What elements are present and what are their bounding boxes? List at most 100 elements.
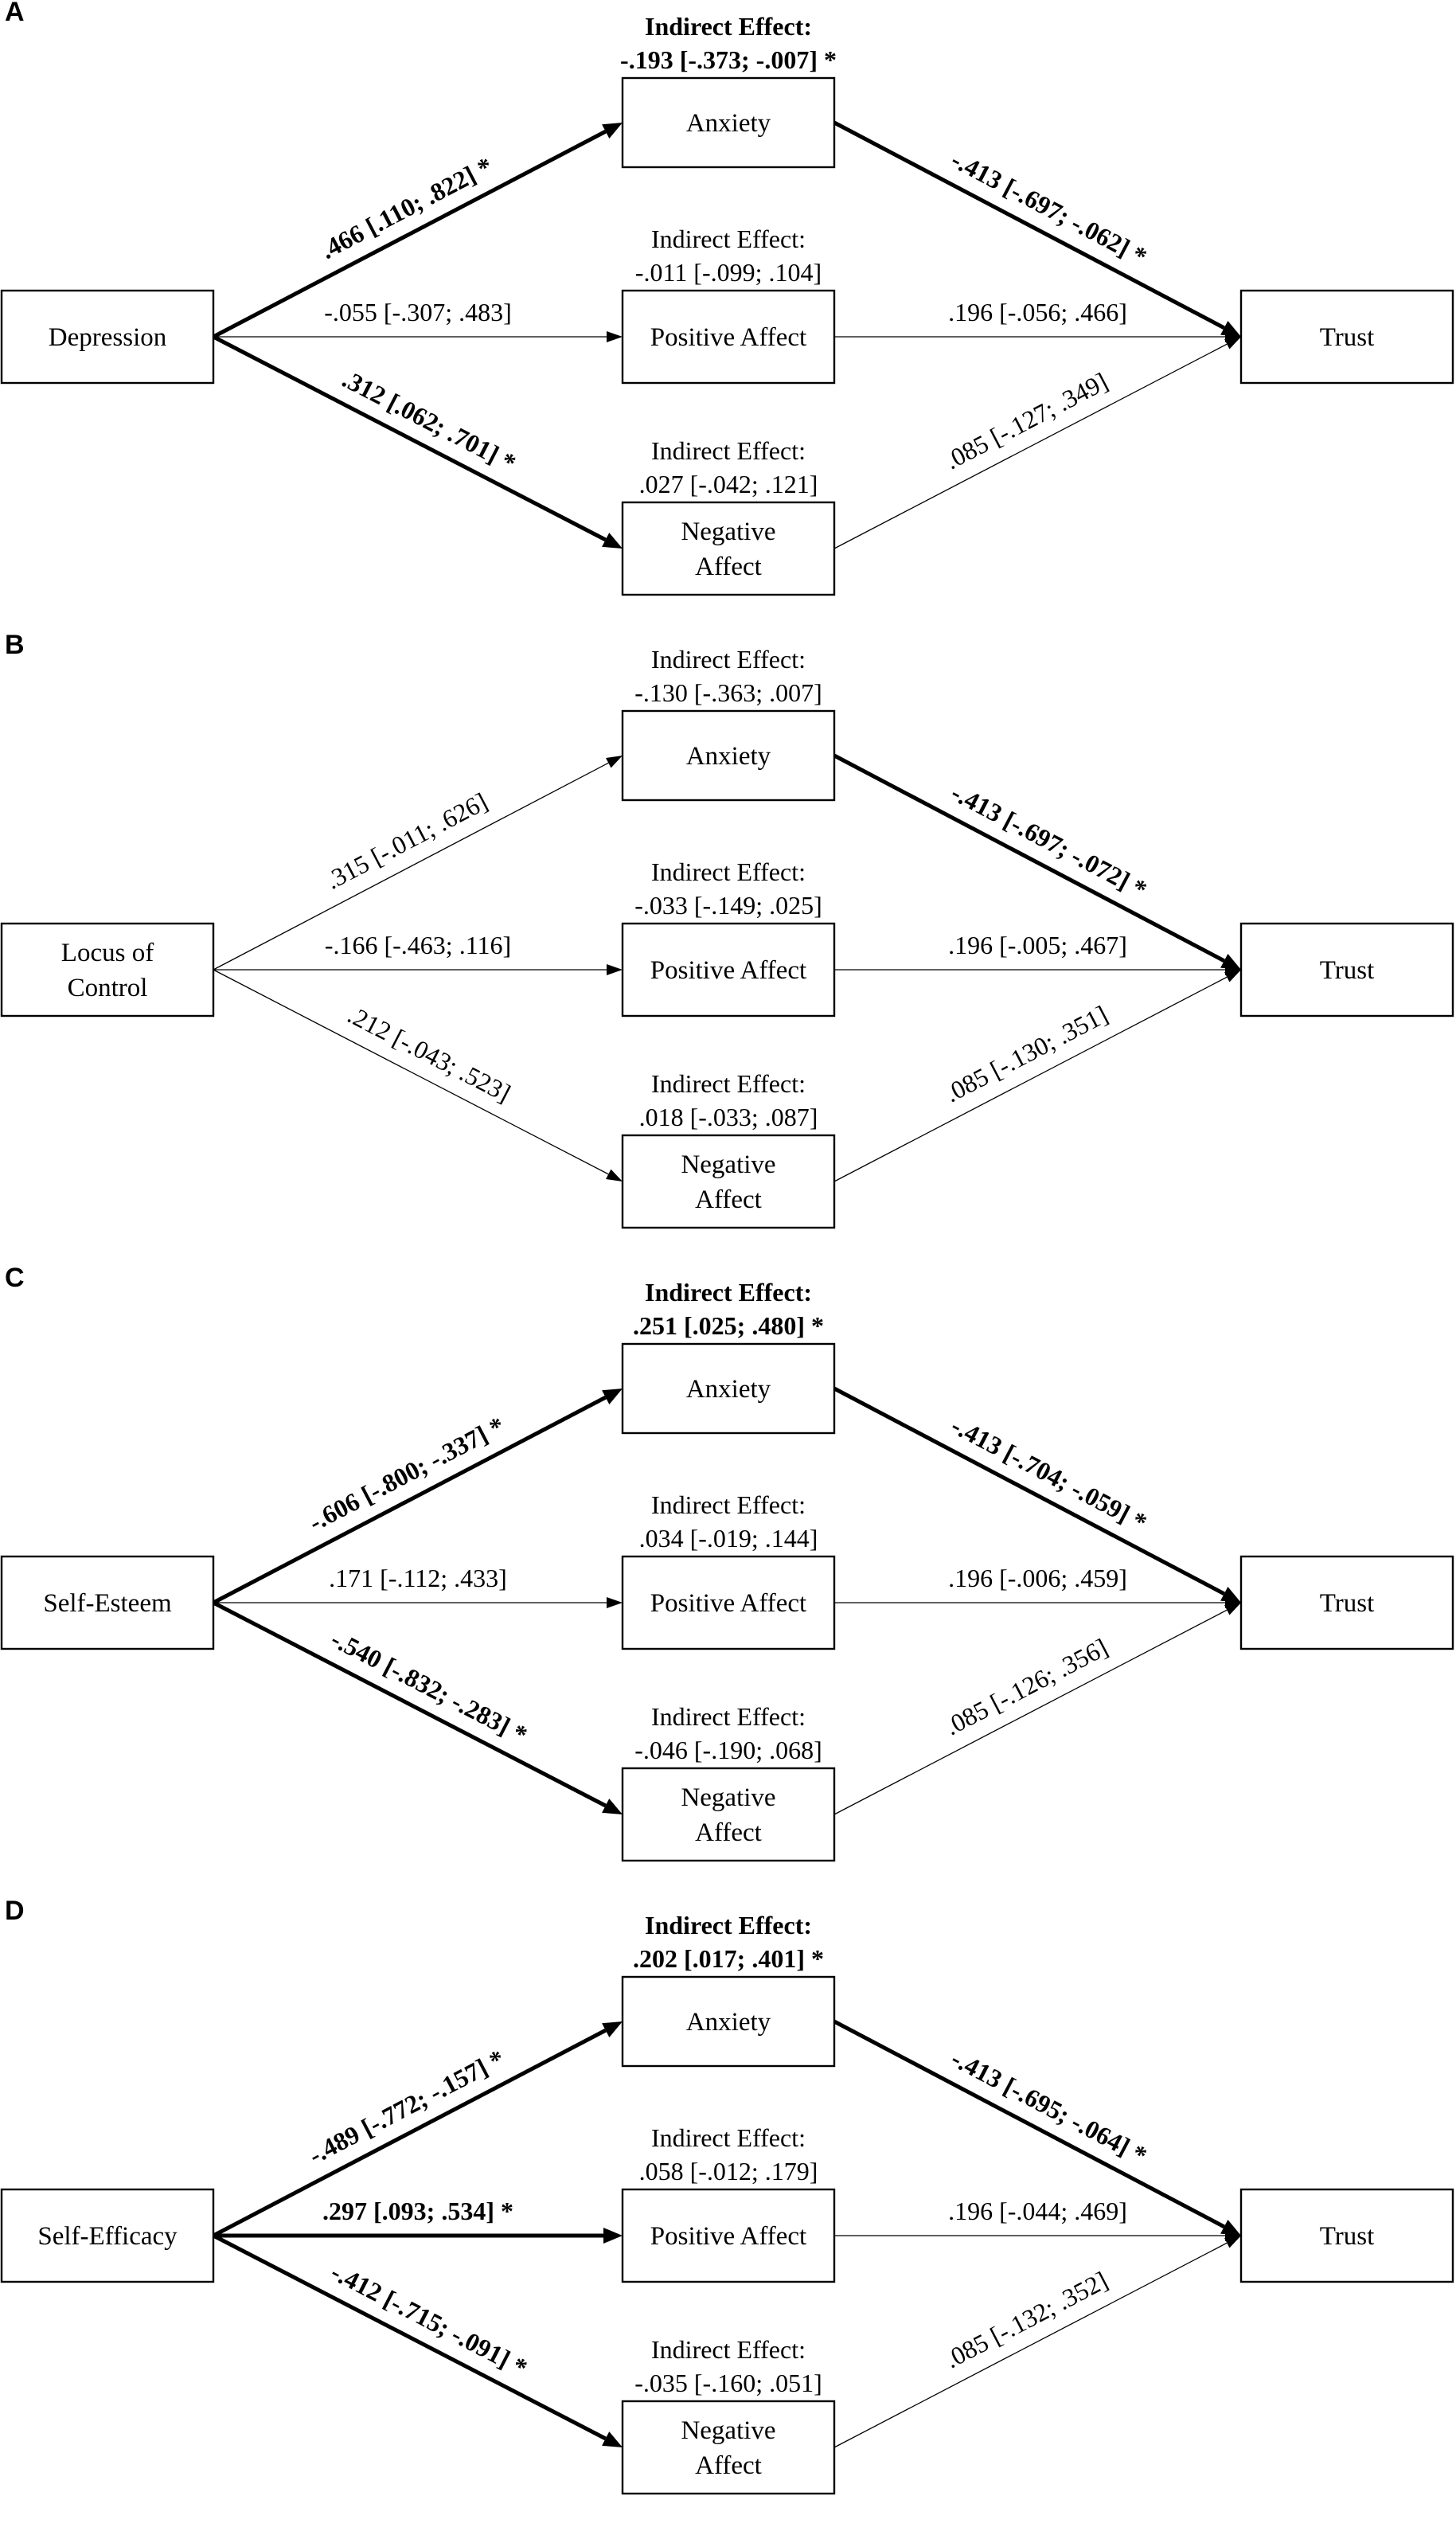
anxiety-node-label: Anxiety	[686, 2008, 771, 2037]
trust-node-box	[1239, 922, 1454, 1017]
positive-affect-node-label: Positive Affect	[650, 2222, 806, 2251]
panel-letter: C	[5, 1263, 25, 1293]
predictor-node: Self-Esteem	[0, 1555, 215, 1650]
a-path-positive-affect-label: .171 [-.112; .433]	[329, 1564, 507, 1592]
positive-affect-node-label: Positive Affect	[650, 323, 806, 352]
trust-node: Trust	[1239, 922, 1454, 1017]
b-path-positive-affect-arrow	[834, 2230, 1241, 2241]
indirect-effect-negative-affect-value: -.035 [-.160; .051]	[634, 2369, 822, 2397]
b-path-negative-affect-label: .085 [-.126; .356]	[940, 1633, 1112, 1741]
a-path-negative-affect-arrow	[212, 2233, 623, 2447]
a-path-anxiety-arrow-line	[213, 762, 609, 971]
b-path-negative-affect-arrow	[833, 1603, 1241, 1815]
predictor-node-box	[0, 1555, 215, 1650]
indirect-effect-anxiety-title: Indirect Effect:	[645, 12, 812, 41]
a-path-negative-affect-arrow	[212, 1600, 623, 1814]
b-path-positive-affect-arrow	[834, 1597, 1241, 1608]
indirect-effect-negative-affect-title: Indirect Effect:	[651, 2335, 806, 2364]
a-path-anxiety-arrow-arrowhead	[602, 123, 623, 139]
panel-letter: B	[5, 630, 25, 660]
a-path-positive-affect-arrow-arrowhead	[607, 964, 623, 975]
a-path-negative-affect-label: .212 [-.043; .523]	[343, 1000, 515, 1107]
negative-affect-node-label: Negative	[681, 2416, 775, 2445]
a-path-negative-affect-arrow-line	[212, 1600, 607, 1808]
anxiety-node-label: Anxiety	[686, 1375, 771, 1404]
indirect-effect-negative-affect-title: Indirect Effect:	[651, 1069, 806, 1098]
a-path-positive-affect-label: -.166 [-.463; .116]	[325, 931, 511, 959]
a-path-negative-affect-arrow	[213, 969, 623, 1182]
indirect-effect-anxiety-title: Indirect Effect:	[651, 645, 806, 674]
trust-node: Trust	[1239, 289, 1454, 385]
b-path-anxiety-arrow-line	[833, 2019, 1225, 2229]
a-path-positive-affect-arrow-arrowhead	[607, 1597, 623, 1608]
a-path-anxiety-arrow-line	[212, 129, 607, 339]
positive-affect-node-box	[621, 1555, 836, 1650]
predictor-node: Depression	[0, 289, 215, 385]
b-path-positive-affect-arrow	[834, 964, 1241, 975]
a-path-positive-affect-label: -.055 [-.307; .483]	[324, 298, 512, 326]
anxiety-node: Anxiety	[621, 1342, 836, 1435]
b-path-negative-affect-arrow-arrowhead	[1224, 970, 1241, 982]
a-path-anxiety-arrow-arrowhead	[602, 2021, 623, 2037]
trust-node-box	[1239, 289, 1454, 385]
trust-node-label: Trust	[1320, 956, 1375, 985]
a-path-negative-affect-arrow	[212, 334, 623, 549]
b-path-anxiety-arrow-line	[833, 753, 1225, 963]
predictor-node-label: Depression	[49, 323, 166, 352]
b-path-anxiety-label: -.413 [-.704; -.059] *	[947, 1411, 1151, 1537]
b-path-negative-affect-arrow-arrowhead	[1224, 2236, 1241, 2248]
a-path-positive-affect-arrow	[213, 331, 623, 342]
predictor-node-label: Self-Efficacy	[37, 2222, 178, 2251]
a-path-positive-affect-label: .297 [.093; .534] *	[322, 2197, 513, 2225]
a-path-negative-affect-arrow-line	[213, 969, 609, 1175]
b-path-negative-affect-arrow	[833, 2236, 1241, 2448]
anxiety-node-box	[621, 76, 836, 169]
b-path-negative-affect-label: .085 [-.130; .351]	[940, 1000, 1112, 1108]
indirect-effect-positive-affect-value: -.011 [-.099; .104]	[635, 258, 822, 287]
predictor-node-label: Control	[68, 974, 148, 1002]
indirect-effect-anxiety-value: -.193 [-.373; -.007] *	[620, 45, 837, 74]
a-path-negative-affect-arrow-arrowhead	[602, 533, 623, 549]
a-path-anxiety-label: .466 [.110; .822] *	[316, 151, 498, 264]
indirect-effect-positive-affect-title: Indirect Effect:	[651, 1490, 806, 1519]
b-path-negative-affect-arrow-arrowhead	[1224, 1603, 1241, 1615]
indirect-effect-negative-affect-value: -.046 [-.190; .068]	[634, 1736, 822, 1764]
b-path-negative-affect-arrow-line	[833, 343, 1228, 549]
anxiety-node: Anxiety	[621, 1975, 836, 2068]
b-path-anxiety-arrow-line	[833, 1386, 1225, 1596]
a-path-negative-affect-label: -.412 [-.715; -.091] *	[326, 2257, 532, 2382]
a-path-anxiety-label: -.489 [-.772; -.157] *	[304, 2044, 509, 2170]
indirect-effect-negative-affect-value: .027 [-.042; .121]	[639, 470, 818, 498]
negative-affect-node-label: Negative	[681, 1783, 775, 1812]
panel-c: C -.606 [-.800; -.337] * .171 [-.112; .433…	[0, 1263, 1456, 1899]
predictor-node-box	[0, 2188, 215, 2283]
a-path-anxiety-arrow	[212, 1389, 623, 1605]
b-path-positive-affect-label: .196 [-.044; .469]	[948, 2197, 1127, 2225]
a-path-anxiety-label: -.606 [-.800; -.337] *	[304, 1411, 509, 1537]
anxiety-node: Anxiety	[621, 76, 836, 169]
a-path-negative-affect-label: -.540 [-.832; -.283] *	[326, 1624, 532, 1749]
a-path-positive-affect-arrow-arrowhead	[607, 331, 623, 342]
a-path-positive-affect-arrow	[213, 964, 623, 975]
anxiety-node: Anxiety	[621, 709, 836, 802]
indirect-effect-positive-affect-value: .034 [-.019; .144]	[639, 1524, 818, 1553]
path-diagram: .315 [-.011; .626]-.166 [-.463; .116].21…	[0, 645, 1454, 1229]
b-path-anxiety-label: -.413 [-.695; -.064] *	[947, 2044, 1151, 2170]
positive-affect-node: Positive Affect	[621, 2188, 836, 2283]
anxiety-node-label: Anxiety	[686, 109, 771, 138]
a-path-anxiety-arrow-line	[212, 1395, 607, 1605]
a-path-anxiety-arrow-arrowhead	[602, 1389, 623, 1404]
positive-affect-node-label: Positive Affect	[650, 956, 806, 985]
positive-affect-node-box	[621, 922, 836, 1017]
b-path-negative-affect-arrow	[833, 970, 1241, 1182]
a-path-negative-affect-arrow-arrowhead	[602, 2431, 623, 2447]
b-path-anxiety-arrow-line	[833, 120, 1225, 330]
predictor-node-label: Self-Esteem	[43, 1589, 172, 1618]
trust-node-label: Trust	[1320, 323, 1375, 352]
a-path-anxiety-arrow-arrowhead	[606, 756, 623, 768]
indirect-effect-positive-affect-title: Indirect Effect:	[651, 225, 806, 253]
panel-b: B.315 [-.011; .626]-.166 [-.463; .116].2…	[0, 630, 1456, 1266]
